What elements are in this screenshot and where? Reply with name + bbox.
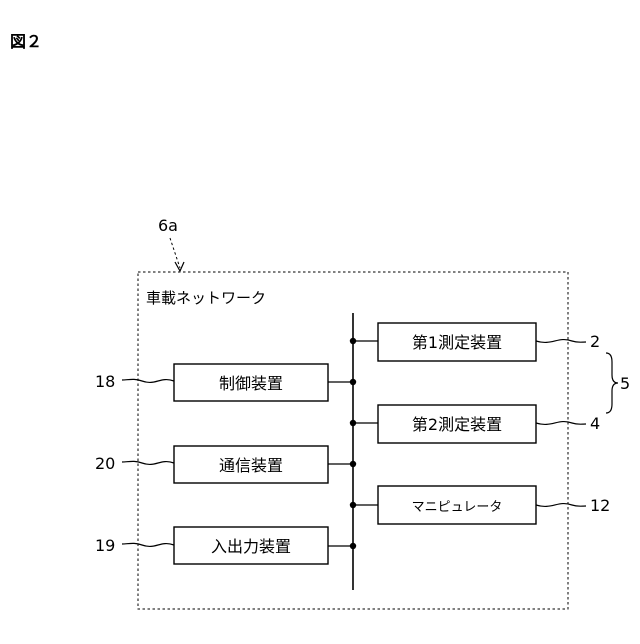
device-label: マニピュレータ [412,500,503,515]
device-control: 制御装置 18 [95,364,356,401]
ref-leader [122,379,174,382]
ref-leader [536,504,586,507]
bus-junction [350,543,356,549]
device-label: 通信装置 [219,456,283,475]
bus-junction [350,502,356,508]
network-ref-leader [170,238,180,268]
ref-label: 18 [95,372,115,391]
network-ref-label: 6a [158,216,178,235]
bus-junction [350,338,356,344]
ref-label: 4 [590,414,600,433]
device-measure-2: 第2測定装置 4 [350,405,600,443]
ref-leader [122,461,174,464]
ref-leader [536,340,586,343]
device-label: 制御装置 [219,374,283,393]
network-title: 車載ネットワーク [146,289,266,307]
ref-leader [536,422,586,425]
device-communication: 通信装置 20 [95,446,356,483]
device-label: 第2測定装置 [412,415,502,434]
ref-leader [122,543,174,546]
ref-label: 20 [95,454,115,473]
figure-label: 図２ [10,32,42,51]
device-manipulator: マニピュレータ 12 [350,486,611,524]
device-label: 第1測定装置 [412,333,502,352]
group-ref-label: 5 [620,374,630,393]
bus-junction [350,420,356,426]
ref-label: 12 [590,496,610,515]
ref-label: 19 [95,536,115,555]
bus-junction [350,461,356,467]
bus-junction [350,379,356,385]
group-brace [606,353,618,413]
device-label: 入出力装置 [211,537,291,556]
device-measure-1: 第1測定装置 2 [350,323,600,361]
device-io: 入出力装置 19 [95,527,356,564]
ref-label: 2 [590,332,600,351]
